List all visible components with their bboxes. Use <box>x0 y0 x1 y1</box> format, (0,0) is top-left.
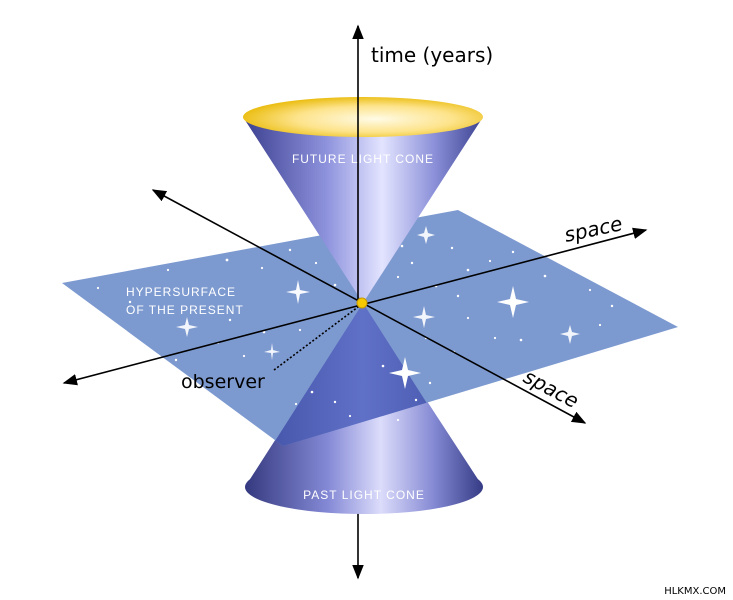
hypersurface-label-line2: OF THE PRESENT <box>126 303 244 317</box>
space-axis-1-label: space <box>562 211 624 247</box>
observer-dot <box>356 297 368 309</box>
future-light-cone <box>243 97 483 303</box>
past-cone-label: PAST LIGHT CONE <box>303 488 425 502</box>
time-axis-label: time (years) <box>371 43 493 67</box>
watermark: HLKMX.COM <box>664 586 726 597</box>
space-axis-2 <box>151 189 587 424</box>
future-cone-rim <box>243 97 483 137</box>
hypersurface-label-line1: HYPERSURFACE <box>126 285 236 299</box>
observer-label: observer <box>181 371 265 393</box>
future-cone-label: FUTURE LIGHT CONE <box>292 152 434 166</box>
